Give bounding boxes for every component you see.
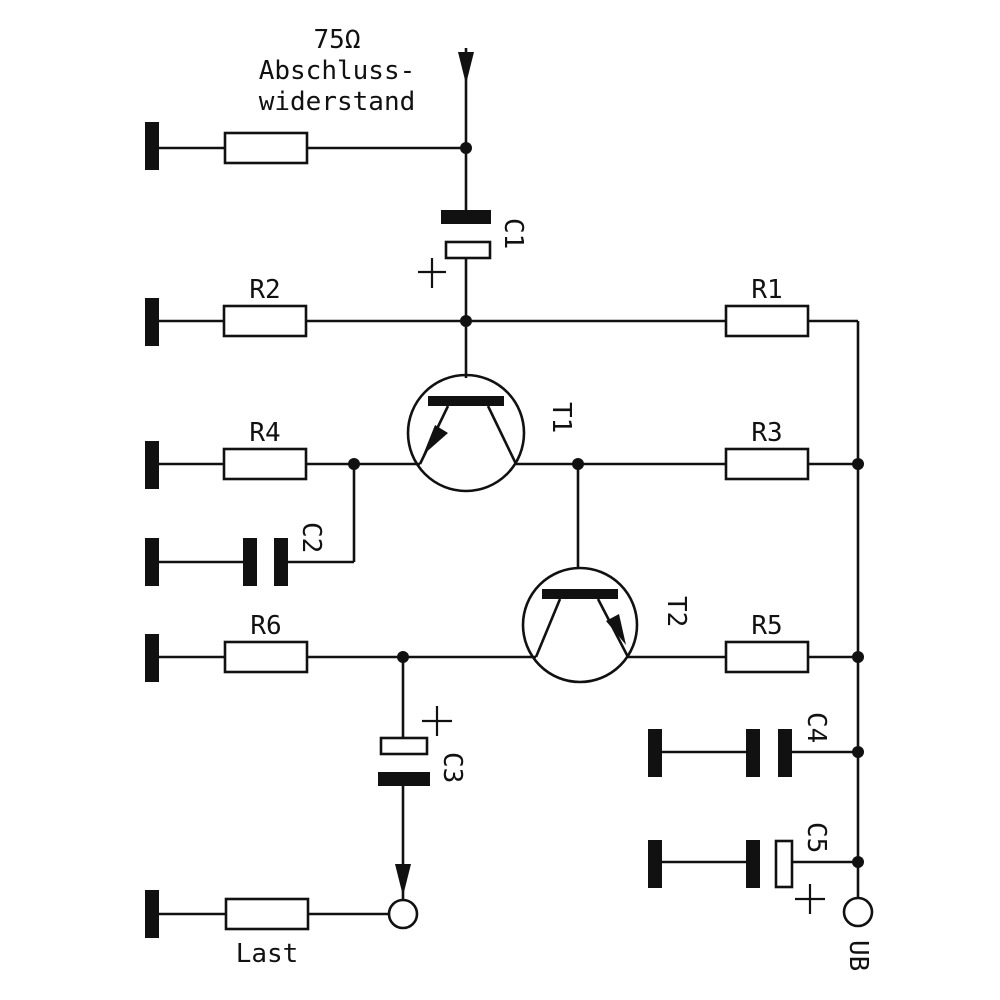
junction-top [460,142,472,154]
row-r2-r1: R2 R1 [145,275,858,346]
ground-bar-r4 [145,441,159,489]
resistor-r2 [222,304,308,338]
capacitor-c5: C5 [648,822,858,914]
transistor-t1: T1 [406,321,576,493]
input-arrow [458,48,474,210]
label-r5: R5 [751,611,782,641]
load-row: Last [145,890,419,969]
ground-bar-c4 [648,729,662,777]
label-r3: R3 [751,418,782,448]
label-c4: C4 [801,712,831,743]
label-last: Last [236,939,299,969]
label-c2: C2 [296,522,326,553]
ground-bar-top [145,122,159,170]
termination-row [145,122,472,170]
capacitor-c4: C4 [648,712,858,777]
resistor-load [224,897,310,931]
capacitor-c1: C1 [418,210,528,321]
resistor-r6 [223,640,309,674]
ground-bar-c5 [648,840,662,888]
ground-bar-r2 [145,298,159,346]
title-line-1: 75Ω [314,25,361,55]
capacitor-c3: C3 [378,657,467,900]
row-r6-r5: R6 R5 [145,611,858,682]
ground-bar-load [145,890,159,938]
label-c3: C3 [437,752,467,783]
label-ub: UB [843,940,873,971]
title-line-3: widerstand [259,87,416,117]
label-t2: T2 [661,596,691,627]
title-line-2: Abschluss- [259,56,416,86]
resistor-r4 [222,447,308,481]
output-terminal [387,898,419,930]
resistor-r3 [724,447,810,481]
label-c5: C5 [801,822,831,853]
label-r6: R6 [250,611,281,641]
ground-bar-r6 [145,634,159,682]
row-r4-r3: R4 R3 [145,418,858,489]
transistor-t2: T2 [521,464,691,684]
label-r1: R1 [751,275,782,305]
label-r2: R2 [249,275,280,305]
resistor-r1 [724,304,810,338]
supply-terminal: UB [842,896,874,971]
resistor-r5 [724,640,810,674]
label-r4: R4 [249,418,280,448]
ground-bar-c2 [145,538,159,586]
label-t1: T1 [546,402,576,433]
resistor-75-ohm [223,131,309,165]
label-c1: C1 [498,218,528,249]
capacitor-c2: C2 [145,464,356,586]
